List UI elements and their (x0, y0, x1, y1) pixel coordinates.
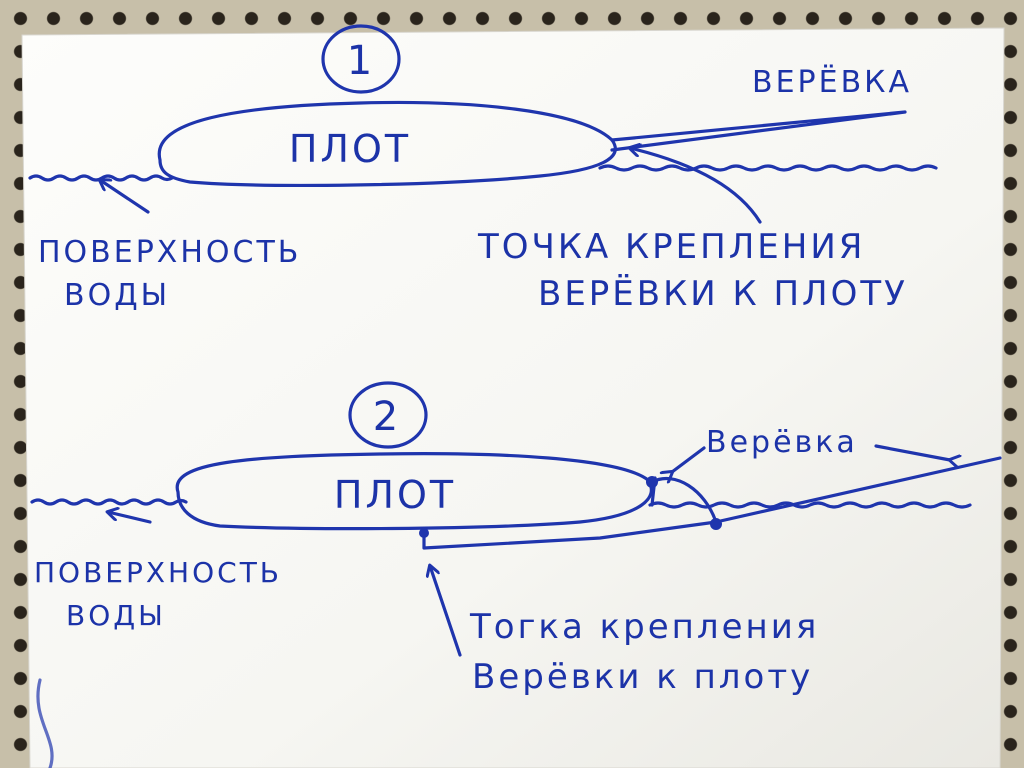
paper-ink-mark (36, 678, 54, 768)
diagram-2-water-surface-left (30, 498, 188, 506)
diagram-1-water-label-line1: ПОВЕРХНОСТЬ (38, 235, 301, 270)
diagram-2-number: 2 (373, 394, 401, 440)
diagram-1-rope (610, 110, 907, 152)
diagram-1-raft-label: ПЛОТ (289, 127, 411, 171)
diagram-2-attach-label-line1: Тогка крепления (469, 607, 819, 647)
diagram-1-attach-arrow (630, 148, 762, 224)
diagram-2-knot-1 (646, 476, 658, 488)
diagram-2-water-label-line2: ВОДЫ (66, 599, 166, 632)
diagram-2-knot-3 (419, 528, 429, 538)
diagram-1-number-circle (321, 24, 401, 94)
diagram-2-knot-2 (710, 518, 722, 530)
diagram-2-attach-arrow (430, 566, 462, 657)
paper-body (21, 27, 1005, 768)
diagram-2-number-circle (348, 381, 428, 449)
diagram-1-water-arrow (100, 180, 150, 214)
diagram-1-number: 1 (347, 38, 375, 84)
diagram-2-water-arrow (108, 512, 152, 524)
diagram-2-rope-arrow-right (874, 444, 950, 460)
diagram-1-raft (157, 100, 617, 187)
diagram-2-water-surface-right (648, 501, 972, 509)
diagram-1-water-surface-right (598, 164, 938, 172)
diagram-1: 1 ПЛОТ ВЕРЁВКА ПОВЕРХНОСТЬ ВОДЫ ТОЧКА КР… (28, 24, 938, 314)
diagram-2-water-label-line1: ПОВЕРХНОСТЬ (34, 556, 282, 589)
diagram-2-rope-arrow-left (672, 446, 706, 472)
diagram-1-attach-label-line1: ТОЧКА КРЕПЛЕНИЯ (477, 227, 865, 267)
diagram-2-attach-label-line2: Верёвки к плоту (472, 657, 813, 697)
diagram-2-rope (422, 456, 1002, 550)
diagram-2-raft-label: ПЛОТ (334, 473, 456, 517)
diagram-2-rope-label: Верёвка (706, 425, 858, 460)
diagram-1-attach-label-line2: ВЕРЁВКИ К ПЛОТУ (538, 274, 908, 314)
diagram-2-raft (175, 452, 653, 531)
diagram-2: 2 ПЛОТ Верёвка ПОВЕРХНОСТЬ ВОДЫ Тогка кр… (30, 381, 1002, 697)
diagram-1-water-label-line2: ВОДЫ (64, 278, 170, 313)
diagram-1-rope-label: ВЕРЁВКА (752, 64, 912, 100)
